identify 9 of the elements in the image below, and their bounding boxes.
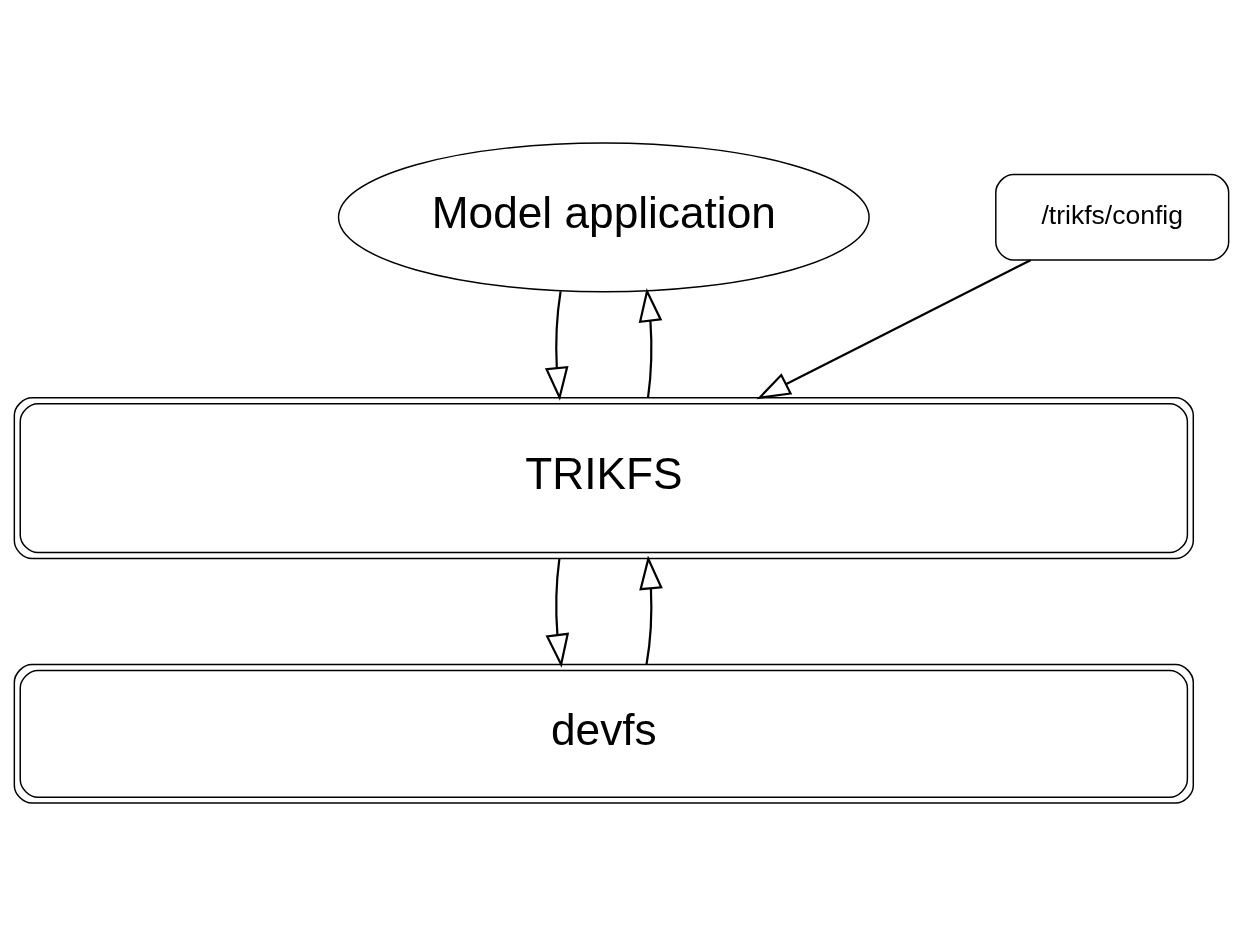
arrow: [545, 558, 570, 668]
arrow: [638, 287, 663, 398]
arrow: [756, 258, 1032, 399]
node-box: /trikfs/config: [995, 173, 1230, 261]
node-box: TRIKFS: [13, 396, 1195, 559]
arrow: [544, 290, 569, 401]
node-box: devfs: [13, 663, 1195, 804]
arrow: [639, 555, 663, 665]
node-ellipse: Model application: [337, 141, 870, 292]
